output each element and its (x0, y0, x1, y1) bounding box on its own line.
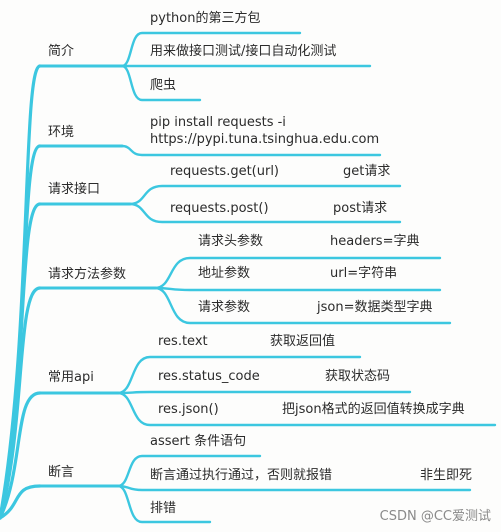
child-edge (116, 391, 497, 427)
child-note: post请求 (333, 201, 388, 216)
child-edge (116, 390, 412, 395)
child-label: 地址参数 (198, 266, 251, 281)
child-label: res.text (158, 334, 208, 349)
child-label: 排错 (150, 501, 177, 516)
child-label: 断言通过执行通过，否则就报错 (150, 468, 333, 483)
trunk-edge (0, 202, 42, 520)
child-label: 爬虫 (150, 78, 177, 93)
child-label: requests.post() (170, 201, 269, 216)
child-note: 获取返回值 (270, 334, 336, 349)
child-edge (116, 454, 262, 488)
mindmap-edges (0, 31, 497, 524)
child-note: 把json格式的返回值转换成字典 (282, 402, 465, 417)
child-edge (120, 64, 202, 102)
child-label: pip install requests -i https://pypi.tun… (150, 115, 380, 147)
branch-label: 环境 (48, 125, 75, 140)
child-label: 请求头参数 (198, 234, 264, 249)
child-label: 请求参数 (198, 300, 251, 315)
child-note: 获取状态码 (325, 369, 391, 384)
child-label: python的第三方包 (150, 11, 261, 26)
child-label: res.status_code (158, 369, 260, 384)
child-note: get请求 (343, 164, 391, 179)
child-note: json=数据类型字典 (317, 300, 433, 315)
child-edge (120, 144, 382, 157)
child-note: 非生即死 (420, 468, 473, 483)
child-label: res.json() (158, 402, 219, 417)
child-edge (153, 286, 452, 325)
child-note: url=字符串 (330, 266, 398, 281)
child-edge (116, 484, 472, 492)
child-edge (153, 286, 442, 292)
child-label: requests.get(url) (170, 164, 280, 179)
branch-label: 断言 (48, 465, 75, 480)
child-edge (116, 484, 212, 524)
watermark: CSDN @CC爱测试 (379, 509, 491, 524)
child-label: assert 条件语句 (150, 434, 247, 449)
child-edge (128, 202, 402, 224)
child-note: headers=字典 (330, 234, 420, 249)
branch-label: 请求方法参数 (48, 267, 127, 282)
child-label: 用来做接口测试/接口自动化测试 (150, 44, 337, 59)
trunk-edge (0, 484, 42, 520)
branch-label: 常用api (48, 370, 94, 385)
trunk-edge (0, 391, 42, 520)
trunk-edge (0, 286, 42, 520)
branch-label: 简介 (48, 44, 75, 59)
branch-label: 请求接口 (48, 182, 101, 197)
